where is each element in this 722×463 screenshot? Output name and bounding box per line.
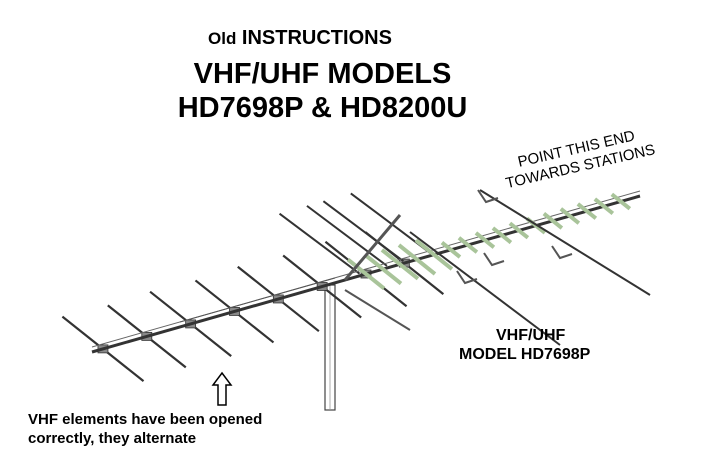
old-label: Old	[208, 29, 237, 48]
vhf-element	[306, 205, 388, 267]
vhf-caption: VHF elements have been opened correctly, …	[28, 410, 262, 448]
uhf-element	[610, 192, 632, 211]
uhf-reflector	[409, 231, 561, 346]
strut	[344, 289, 411, 331]
uhf-element	[457, 236, 479, 254]
bowtie-bracket	[477, 189, 499, 204]
uhf-element	[440, 241, 462, 259]
vhf-element	[278, 212, 361, 275]
caption-line-1: VHF elements have been opened	[28, 411, 263, 428]
model-label-line-2: MODEL HD7698P	[459, 346, 591, 363]
bowtie-bracket	[456, 270, 478, 285]
uhf-element	[380, 248, 420, 281]
strut	[343, 214, 402, 281]
uhf-element	[559, 207, 581, 225]
uhf-element	[414, 238, 454, 271]
uhf-element	[363, 253, 403, 286]
model-numbers-title: HD7698P & HD8200U	[177, 92, 468, 124]
instructions-title: Old INSTRUCTIONS	[208, 27, 392, 50]
boom-rail	[91, 190, 641, 348]
uhf-element	[346, 258, 386, 290]
uhf-element	[474, 231, 496, 249]
bowtie-bracket	[483, 252, 505, 267]
bowtie-bracket	[551, 245, 573, 260]
uhf-element	[508, 221, 530, 240]
vhf-element	[322, 200, 404, 263]
uhf-element	[491, 226, 513, 245]
uhf-element	[593, 197, 615, 216]
instructions-label: INSTRUCTIONS	[241, 27, 392, 49]
uhf-element	[397, 243, 437, 276]
model-label-line-1: VHF/UHF	[496, 327, 566, 344]
boom-support	[179, 277, 336, 323]
caption-line-2: correctly, they alternate	[28, 430, 197, 447]
up-arrow-icon	[211, 371, 233, 406]
uhf-element	[576, 202, 598, 220]
uhf-element	[542, 212, 564, 230]
models-title: VHF/UHF MODELS	[193, 58, 452, 90]
uhf-reflector	[479, 189, 651, 296]
